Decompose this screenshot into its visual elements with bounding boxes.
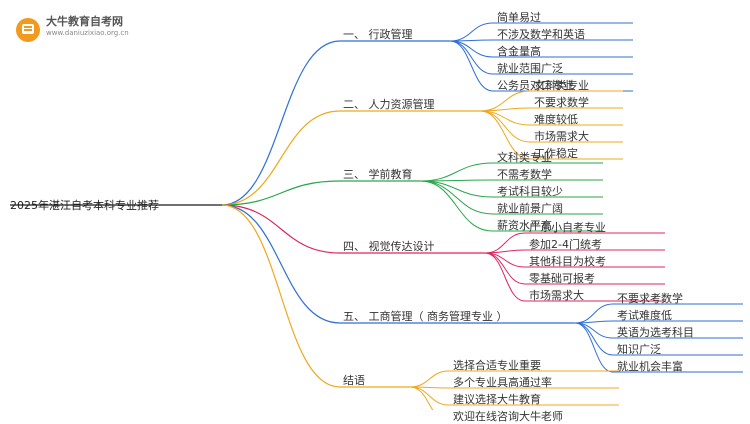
leaf-label-5-1: 不要求考数学 [617,292,683,305]
logo-url: www.daniuzixiao.org.cn [46,29,129,37]
leaf-label-3-3: 考试科目较少 [497,185,563,198]
mindmap-lines [10,22,743,410]
leaf-connector-1-5 [449,40,494,92]
leaf-label-1-1: 简单易过 [497,11,541,24]
leaf-label-4-5: 市场需求大 [529,289,584,302]
leaf-label-4-3: 其他科目为校考 [529,255,606,268]
leaf-label-1-4: 就业范围广泛 [497,62,563,75]
leaf-label-4-4: 零基础可报考 [529,272,595,285]
leaf-label-6-1: 选择合适专业重要 [453,359,541,372]
branch-label-6: 结语 [343,374,365,387]
mindmap-labels: 大牛教育自考网 www.daniuzixiao.org.cn 2025年湛江自考… [10,11,694,423]
leaf-label-1-2: 不涉及数学和英语 [497,28,585,41]
branch-connector-6 [221,204,341,388]
branch-connector-5 [221,204,341,324]
leaf-label-6-4: 欢迎在线咨询大牛老师 [453,410,563,423]
branch-label-2: 二、 人力资源管理 [343,98,435,111]
leaf-label-2-3: 难度较低 [534,113,578,126]
branch-connector-2 [221,110,341,206]
branch-label-5: 五、 工商管理（ 商务管理专业 ） [343,310,508,323]
branch-label-3: 三、 学前教育 [343,168,413,181]
leaf-label-6-3: 建议选择大牛教育 [453,393,541,406]
branch-label-4: 四、 视觉传达设计 [343,240,435,253]
leaf-label-3-1: 文科类专业 [497,151,552,164]
leaf-label-3-2: 不需考数学 [497,168,552,181]
leaf-label-5-5: 就业机会丰富 [617,360,683,373]
leaf-label-6-2: 多个专业具高通过率 [453,376,552,389]
leaf-label-3-4: 就业前景广阔 [497,202,563,215]
leaf-label-3-5: 薪资水平高 [497,219,552,232]
leaf-connector-4-5 [484,252,526,302]
brand-logo: 大牛教育自考网 www.daniuzixiao.org.cn [16,16,129,46]
book-icon [16,18,40,42]
leaf-label-5-4: 知识广泛 [617,343,661,356]
leaf-label-4-2: 参加2-4门统考 [529,238,602,251]
leaf-label-5-3: 英语为选考科目 [617,326,694,339]
leaf-label-4-1: 广东小自考专业 [529,221,606,234]
leaf-connector-3-5 [419,180,494,232]
leaf-label-2-1: 文科类专业 [534,79,589,92]
leaf-label-5-2: 考试难度低 [617,309,672,322]
branch-label-1: 一、 行政管理 [343,28,413,41]
branch-connector-1 [221,40,341,206]
leaf-label-1-5: 公务员对口专业 [497,79,574,92]
root-title: 2025年湛江自考本科专业推荐 [10,199,159,212]
logo-name: 大牛教育自考网 [46,15,123,28]
branch-connector-4 [221,204,341,254]
leaf-connector-2-5 [479,110,531,160]
leaf-connector-6-4 [409,386,434,410]
leaf-label-1-3: 含金量高 [497,45,541,58]
leaf-label-2-2: 不要求数学 [534,96,589,109]
leaf-label-2-4: 市场需求大 [534,130,589,143]
leaf-label-2-5: 工作稳定 [534,147,578,160]
branch-connector-3 [221,180,341,206]
